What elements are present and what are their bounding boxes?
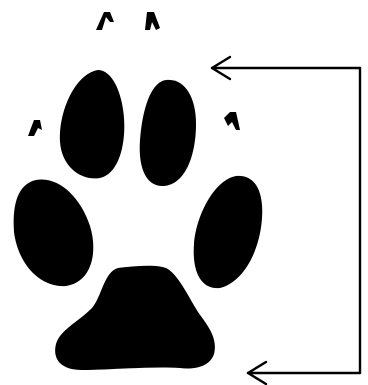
claw-mark-icon [224,112,240,130]
claw-mark-icon [145,12,160,30]
claw-mark-icon [96,12,114,30]
toe-pad-shape [140,80,196,186]
claw-marks [28,12,240,136]
heel-pad-shape [55,266,215,370]
toe-pad-shape [194,176,263,288]
toe-pad-shape [60,70,124,178]
toe-pad-shape [14,179,94,286]
claw-mark-icon [28,120,42,136]
toe-pads [14,70,263,288]
